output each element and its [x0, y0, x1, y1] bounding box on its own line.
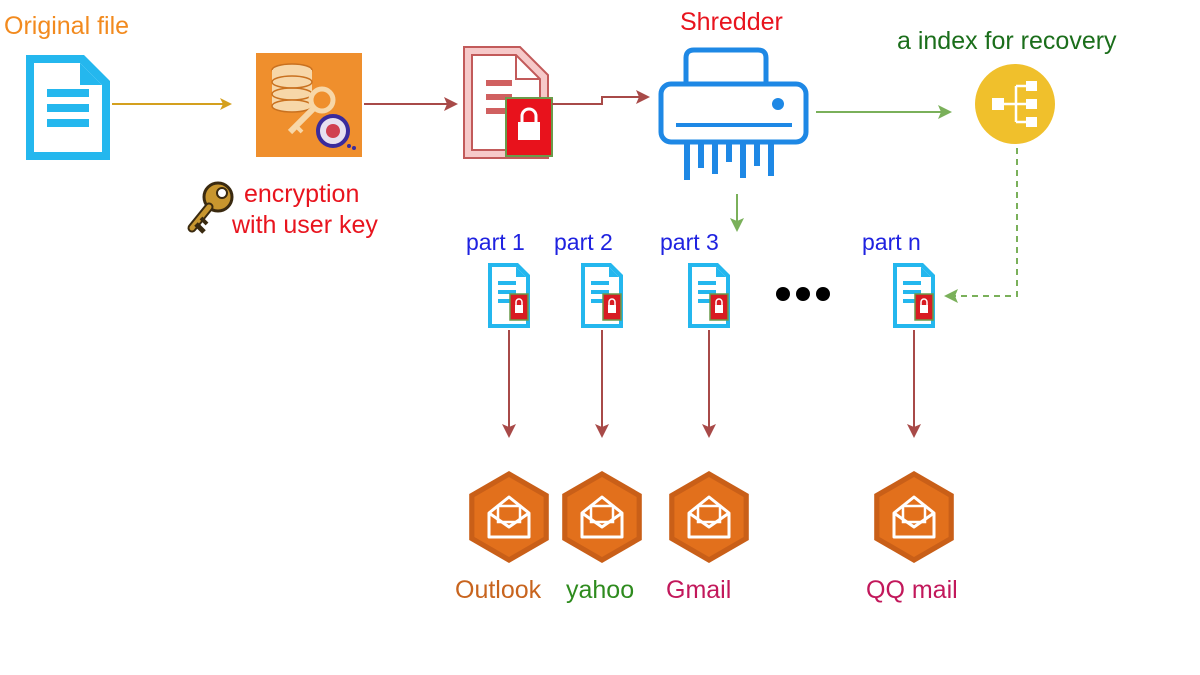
- mail-hexagon-icon: [874, 471, 954, 563]
- shredder-label: Shredder: [680, 8, 783, 36]
- part-file-icon: [688, 263, 730, 328]
- ellipsis-dots: [776, 287, 830, 301]
- original-file-icon: [26, 55, 110, 160]
- mail-hexagon-icon: [562, 471, 642, 563]
- mail-provider-label: Outlook: [455, 576, 542, 604]
- mail-provider-label: Gmail: [666, 576, 732, 604]
- part-label: part 2: [554, 229, 613, 255]
- mail-provider-label: yahoo: [566, 576, 635, 604]
- locked-document-icon: [463, 46, 553, 159]
- arrow-index-to-part-n: [944, 148, 1018, 303]
- database-key-icon: [256, 53, 362, 157]
- arrow-locked-file-to-shredder: [552, 90, 650, 105]
- shredder-icon: [658, 47, 809, 180]
- mail-provider-label: QQ mail: [866, 576, 958, 604]
- hierarchy-icon: [975, 64, 1055, 144]
- part-file-icon: [893, 263, 935, 328]
- part-label: part 1: [466, 229, 525, 255]
- part-file-icon: [488, 263, 530, 328]
- part-file-icon: [581, 263, 623, 328]
- mail-hexagon-icon: [669, 471, 749, 563]
- index-label: a index for recovery: [897, 27, 1117, 55]
- part-label: part n: [862, 229, 921, 255]
- original-file-label: Original file: [4, 12, 130, 40]
- encryption-label-line1: encryption: [244, 180, 360, 208]
- encryption-label-line2: with user key: [232, 211, 378, 239]
- part-label: part 3: [660, 229, 719, 255]
- mail-hexagon-icon: [469, 471, 549, 563]
- key-icon: [187, 181, 234, 234]
